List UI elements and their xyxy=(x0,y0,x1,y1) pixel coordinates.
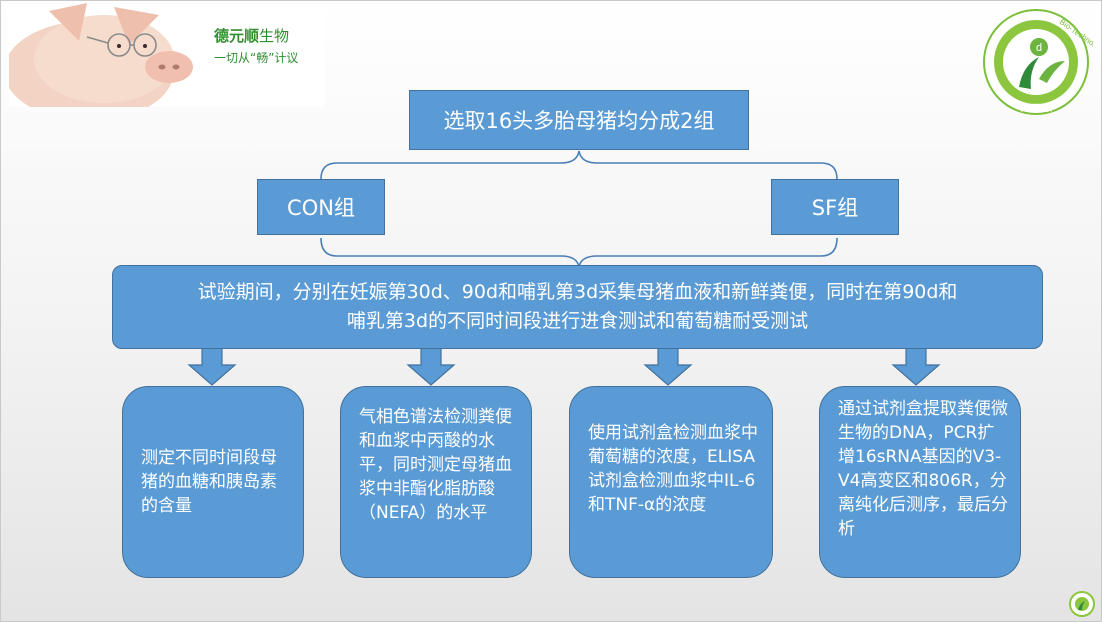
brand-name: 德元顺生物 xyxy=(214,25,289,46)
brace-bottom-connector xyxy=(320,237,838,268)
brace-top-connector xyxy=(320,150,838,180)
test-card-propionate-nefa: 气相色谱法检测粪便和血浆中丙酸的水平，同时测定母猪血浆中非酯化脂肪酸（NEFA）… xyxy=(340,386,532,578)
down-arrow-2 xyxy=(406,347,456,386)
test-card-glucose-insulin: 测定不同时间段母猪的血糖和胰岛素的含量 xyxy=(122,386,304,578)
test-card-text-3: 使用试剂盒检测血浆中葡萄糖的浓度，ELISA试剂盒检测血浆中IL-6和TNF-α… xyxy=(588,423,758,515)
group-con-box: CON组 xyxy=(257,179,385,235)
down-arrow-1 xyxy=(187,347,237,386)
top-selection-box: 选取16头多胎母猪均分成2组 xyxy=(409,90,749,150)
experiment-period-line-2: 哺乳第3d的不同时间段进行进食测试和葡萄糖耐受测试 xyxy=(346,310,809,332)
group-sf-box: SF组 xyxy=(771,179,899,235)
header-banner: 德元顺生物 一切从“畅”计议 xyxy=(4,1,325,121)
test-card-elisa: 使用试剂盒检测血浆中葡萄糖的浓度，ELISA试剂盒检测血浆中IL-6和TNF-α… xyxy=(569,386,773,578)
brand-name-strong: 德元顺 xyxy=(214,27,260,45)
experiment-period-box: 试验期间，分别在妊娠第30d、90d和哺乳第3d采集母猪血液和新鲜粪便，同时在第… xyxy=(112,265,1043,349)
pig-photo xyxy=(4,1,209,121)
down-arrow-3 xyxy=(643,347,693,386)
test-card-text-1: 测定不同时间段母猪的血糖和胰岛素的含量 xyxy=(141,448,277,516)
logo-bottom-text: 德 元 顺 xyxy=(1020,102,1053,114)
footer-logo-icon xyxy=(1069,591,1095,617)
test-card-microbiome: 通过试剂盒提取粪便微生物的DNA，PCR扩增16sRNA基因的V3-V4高变区和… xyxy=(819,386,1021,578)
down-arrow-4 xyxy=(891,347,941,386)
brand-slogan: 一切从“畅”计议 xyxy=(214,51,299,65)
test-card-text-2: 气相色谱法检测粪便和血浆中丙酸的水平，同时测定母猪血浆中非酯化脂肪酸（NEFA）… xyxy=(359,407,512,523)
logo-letter: d xyxy=(1036,42,1042,54)
test-card-text-4: 通过试剂盒提取粪便微生物的DNA，PCR扩增16sRNA基因的V3-V4高变区和… xyxy=(838,399,1008,539)
company-logo: d 德 元 顺 Bio-Technology xyxy=(983,9,1093,115)
experiment-period-line-1: 试验期间，分别在妊娠第30d、90d和哺乳第3d采集母猪血液和新鲜粪便，同时在第… xyxy=(197,281,958,303)
brand-name-suffix: 生物 xyxy=(259,27,290,45)
